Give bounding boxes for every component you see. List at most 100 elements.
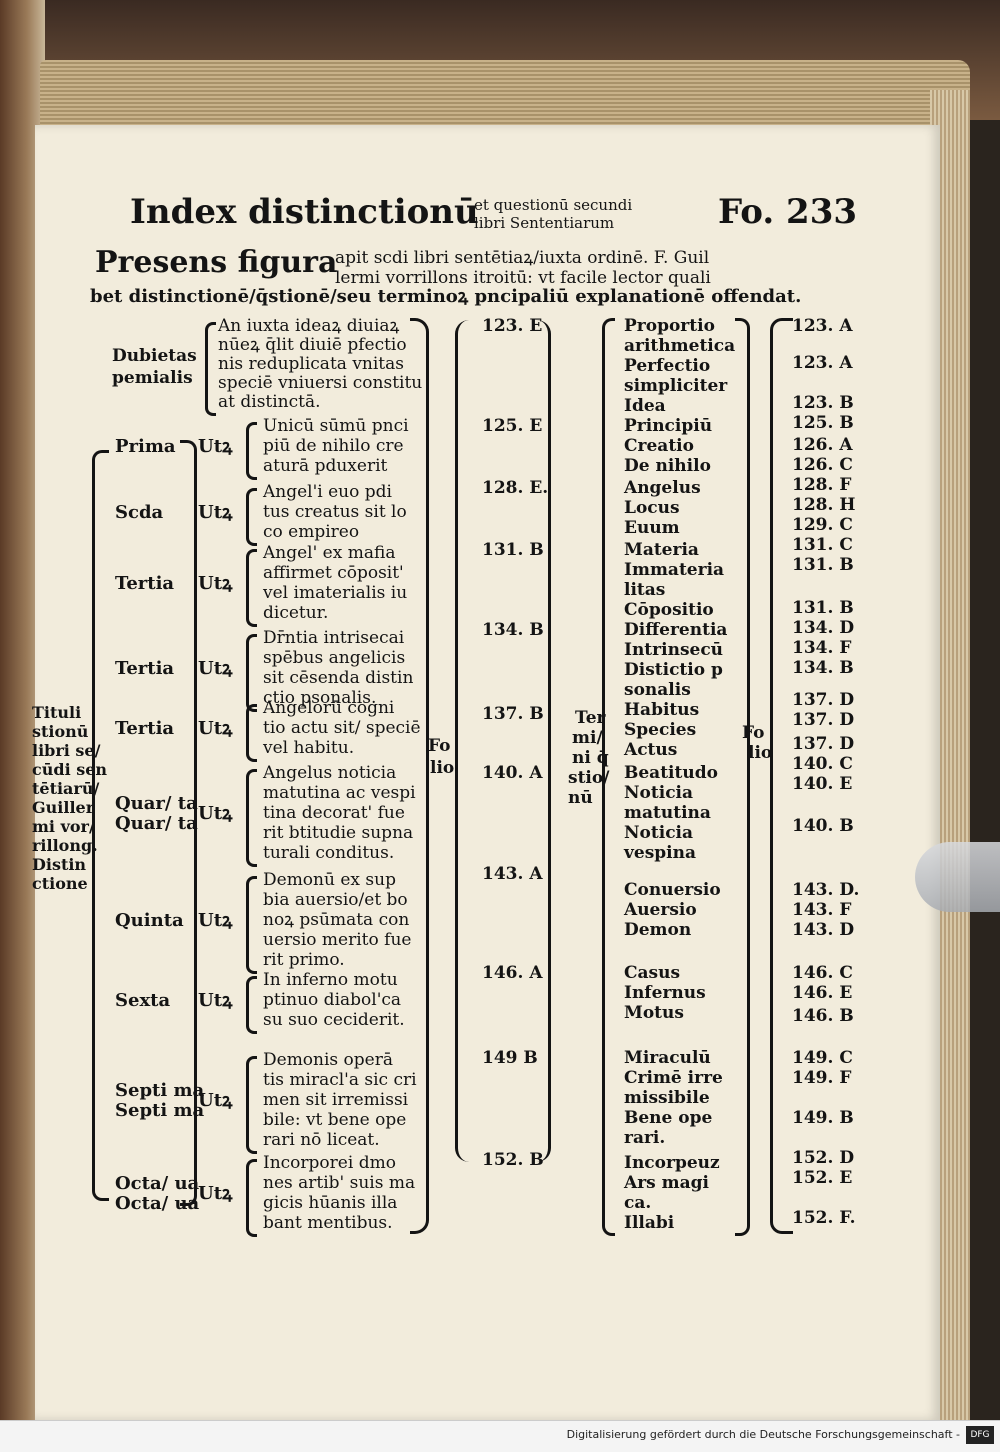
- question-line: turali conditus.: [263, 843, 395, 863]
- term-item: Idea: [624, 396, 666, 416]
- term-item: Ars magi: [624, 1173, 709, 1193]
- question-line: Angelus noticia: [263, 763, 397, 783]
- distinction-name: Tertia: [115, 658, 175, 679]
- folio-column-2-brace: [770, 318, 793, 1234]
- folio-ref: 152. B: [482, 1150, 544, 1170]
- terms-label-4: stio/: [568, 768, 610, 788]
- term-item: Habitus: [624, 700, 700, 720]
- term-item: Creatio: [624, 436, 694, 456]
- folio-ref: 137. B: [482, 704, 544, 724]
- intro-line-3: bet distinctionē/q̄stionē/seu terminoꝝ p…: [90, 286, 802, 307]
- intro-line-2: lermi vorrillons itroitū: vt facile lect…: [335, 268, 711, 288]
- question-brace: [246, 769, 257, 867]
- folio-ref: 131. B: [482, 540, 544, 560]
- utrum-label: Utꝝ: [198, 436, 233, 457]
- question-brace: [246, 704, 257, 762]
- folio-ref: 143. A: [482, 864, 543, 884]
- folio-ref: 149 B: [482, 1048, 538, 1068]
- distinction-name: Sexta: [115, 990, 171, 1011]
- term-item: litas: [624, 580, 666, 600]
- term-item: De nihilo: [624, 456, 711, 476]
- folio-ref: 128. E.: [482, 478, 549, 498]
- question-line: tina decorat' fue: [263, 803, 405, 823]
- question-line: In inferno motu: [263, 970, 398, 990]
- folio-ref: 134. B: [792, 658, 854, 678]
- question-line: Demonū ex sup: [263, 870, 396, 890]
- terms-label-5: nū: [568, 788, 593, 808]
- term-item: vespina: [624, 843, 696, 863]
- term-item: Differentia: [624, 620, 728, 640]
- question-line: nes artib' suis ma: [263, 1173, 416, 1193]
- question-line: bia auersio/et bo: [263, 890, 408, 910]
- term-item: Motus: [624, 1003, 684, 1023]
- folio-2-label-2: lio: [748, 743, 773, 763]
- folio-ref: 149. F: [792, 1068, 852, 1088]
- question-line: Angelorū cogni: [263, 698, 395, 718]
- intro-lead: Presens figura: [95, 245, 338, 280]
- term-item: Cōpositio: [624, 600, 714, 620]
- distinction-name: Tertia: [115, 573, 175, 594]
- folio-ref: 131. C: [792, 535, 853, 555]
- term-item: Principiū: [624, 416, 713, 436]
- question-line: Incorporei dmo: [263, 1153, 396, 1173]
- distinction-name: Septi ma: [115, 1100, 205, 1121]
- distinction-name: Octa/ ua: [115, 1173, 200, 1194]
- term-item: Infernus: [624, 983, 706, 1003]
- folio-ref: 146. A: [482, 963, 543, 983]
- folio-ref: 125. B: [792, 413, 854, 433]
- distinction-brace: [92, 450, 109, 1201]
- term-item: sonalis: [624, 680, 691, 700]
- folio-ref: 128. H: [792, 495, 856, 515]
- question-line: ctio psonalis.: [263, 688, 377, 708]
- folio-ref: 126. C: [792, 455, 853, 475]
- question-line: men sit irremissi: [263, 1090, 409, 1110]
- distinction-name: Quar/ ta: [115, 793, 198, 814]
- question-line: matutina ac vespi: [263, 783, 416, 803]
- folio-ref: 140. B: [792, 816, 854, 836]
- folio-ref: 125. E: [482, 416, 543, 436]
- question-line: aturā pduxerit: [263, 456, 388, 476]
- folio-number: Fo. 233: [718, 192, 858, 232]
- question-line: affirmet cōposit': [263, 563, 404, 583]
- folio-ref: 143. D: [792, 920, 855, 940]
- folio-ref: 137. D: [792, 734, 855, 754]
- question-line: noꝝ psūmata con: [263, 910, 410, 930]
- folio-ref: 146. E: [792, 983, 853, 1003]
- side-title-line: Distin: [32, 855, 87, 874]
- term-item: Actus: [624, 740, 678, 760]
- question-line: Angel'i euo pdi: [263, 482, 392, 502]
- term-item: Species: [624, 720, 697, 740]
- folio-ref: 128. F: [792, 475, 852, 495]
- question-brace: [246, 634, 257, 712]
- term-item: Auersio: [624, 900, 697, 920]
- question-line: vel habitu.: [263, 738, 355, 758]
- side-title-line: rillong.: [32, 836, 98, 855]
- folio-ref: 143. D.: [792, 880, 860, 900]
- folio-ref: 140. C: [792, 754, 853, 774]
- question-line: Dr̄ntia intrisecai: [263, 628, 405, 648]
- folio-ref: 134. D: [792, 618, 855, 638]
- utrum-label: Utꝝ: [198, 1090, 233, 1111]
- question-line: Demonis operā: [263, 1050, 393, 1070]
- question-line: piū de nihilo cre: [263, 436, 404, 456]
- folio-ref: 129. C: [792, 515, 853, 535]
- term-item: rari.: [624, 1128, 666, 1148]
- question-line: bant mentibus.: [263, 1213, 393, 1233]
- term-item: simpliciter: [624, 376, 728, 396]
- folio-ref: 123. A: [792, 316, 853, 336]
- side-title-line: tētiarū/: [32, 779, 100, 798]
- side-title-line: Tituli: [32, 703, 82, 722]
- terms-label-1: Ter: [575, 708, 606, 728]
- folio-ref: 123. B: [792, 393, 854, 413]
- index-subtitle-2: libri Sententiarum: [474, 214, 615, 232]
- question-brace: [246, 1159, 257, 1237]
- term-item: Bene ope: [624, 1108, 713, 1128]
- term-item: Illabi: [624, 1213, 675, 1233]
- side-title-line: libri se/: [32, 741, 101, 760]
- question-line: rari nō liceat.: [263, 1130, 380, 1150]
- folio-ref: 134. F: [792, 638, 852, 658]
- term-item: Intrinsecū: [624, 640, 724, 660]
- term-item: Beatitudo: [624, 763, 718, 783]
- page-clip: [915, 842, 1000, 912]
- term-item: arithmetica: [624, 336, 736, 356]
